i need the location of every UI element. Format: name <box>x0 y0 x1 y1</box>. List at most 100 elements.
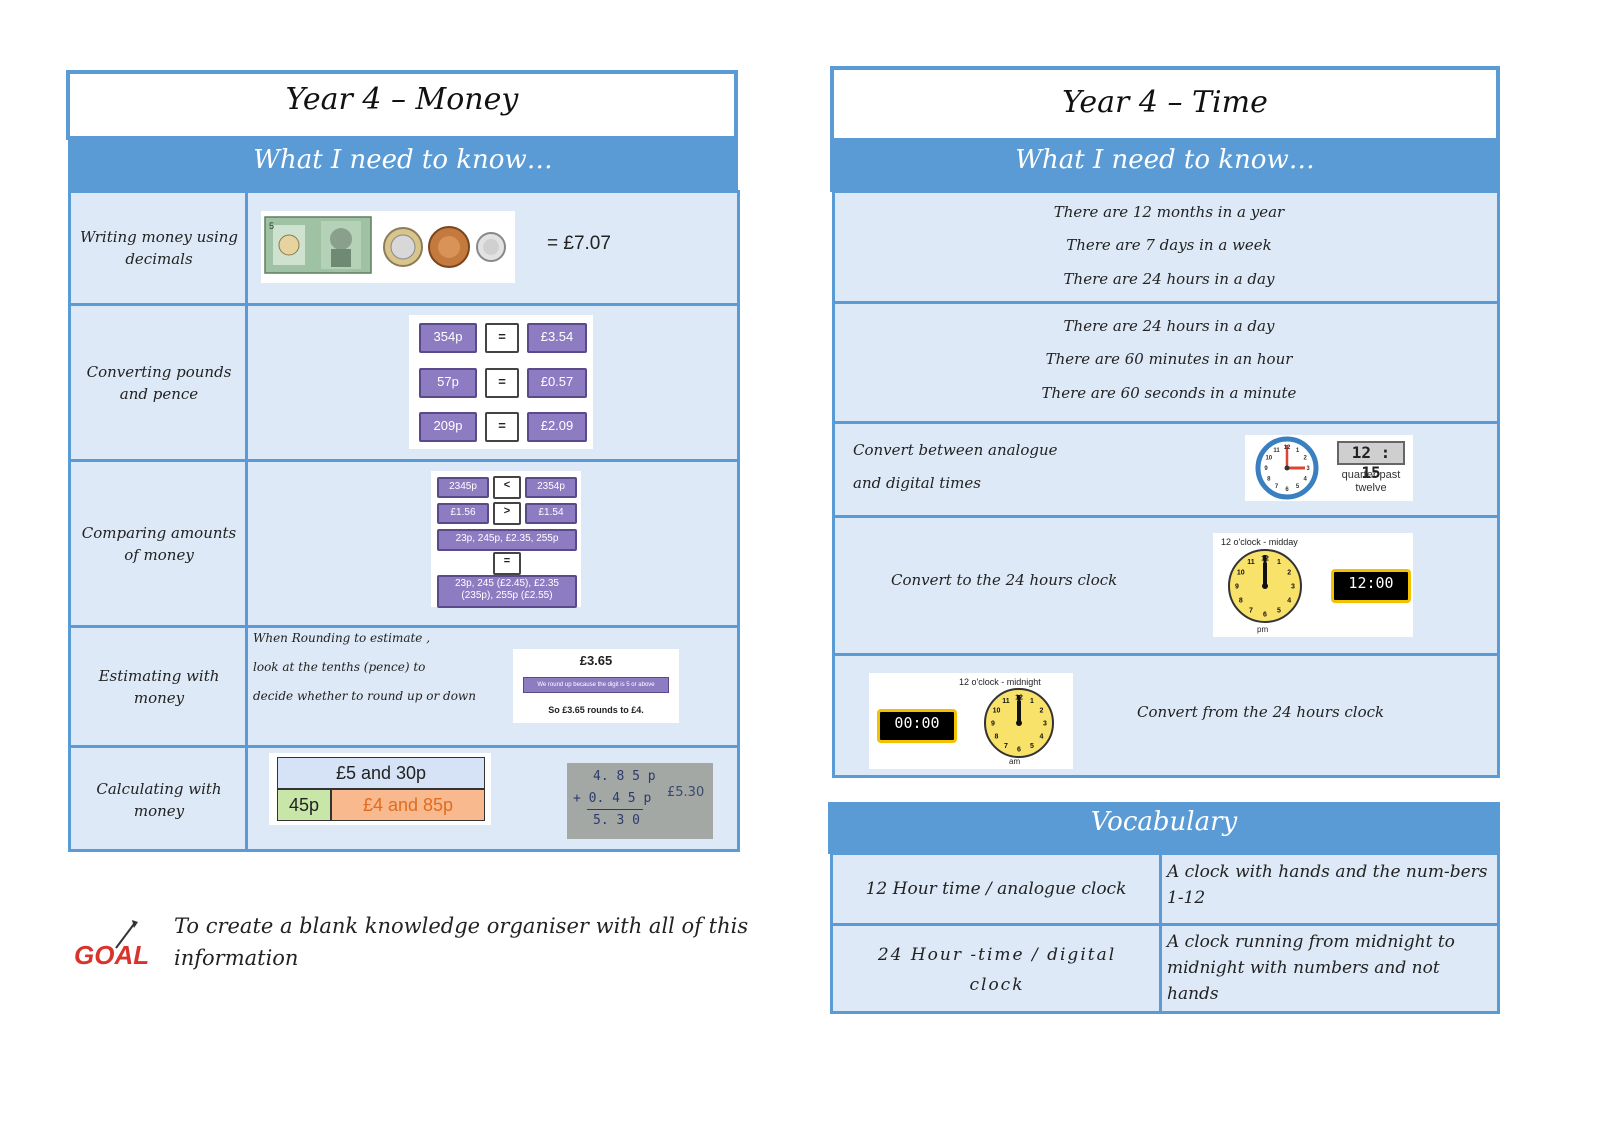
time-fact-1-2: There are 7 days in a week <box>1066 236 1272 254</box>
money-subtitle: What I need to know… <box>253 145 553 175</box>
compare-list-op: = <box>493 552 521 575</box>
time-fact-1-3: There are 24 hours in a day <box>1063 270 1275 288</box>
conversion-card: 354p = £3.54 57p = £0.57 209p = £2.09 <box>409 315 593 449</box>
vocab-def-1: A clock with hands and the num-bers 1-12 <box>1167 862 1488 908</box>
clock-number-2: 2 <box>1040 707 1044 714</box>
money-row-label-comparing: Comparing amounts of money <box>81 523 237 564</box>
midday-caption: 12 o'clock - midday <box>1221 537 1298 547</box>
estimate-note-3: decide whether to round up or down <box>253 689 476 703</box>
am-label: am <box>1009 757 1021 766</box>
clock-number-9: 9 <box>991 720 995 727</box>
vocab-grid: 12 Hour time / analogue clock A clock wi… <box>830 852 1500 1014</box>
vocab-title: Vocabulary <box>1090 807 1238 837</box>
pm-label: pm <box>1257 625 1269 634</box>
time-fact-1-1: There are 12 months in a year <box>1053 203 1285 221</box>
rounding-result: So £3.65 rounds to £4. <box>548 705 644 715</box>
svg-text:5: 5 <box>269 221 274 231</box>
clock-number-8: 8 <box>1239 597 1243 604</box>
money-subtitle-bar: What I need to know… <box>68 138 738 192</box>
conversion-equals-1: = <box>485 323 519 353</box>
clock-number-4: 4 <box>1040 733 1044 740</box>
time-subtitle: What I need to know… <box>1015 145 1315 175</box>
money-row-label-calculating: Calculating with money <box>96 780 222 820</box>
digital-display-1215: 12 : 15 <box>1337 441 1405 482</box>
clock-number-6: 6 <box>1263 611 1267 618</box>
column-addition-photo: 4. 8 5 p + 0. 4 5 p 5. 3 0 £5.30 <box>567 763 713 839</box>
sum-result: 5. 3 0 <box>593 813 640 828</box>
money-grid: Writing money using decimals Converting … <box>68 190 740 852</box>
money-decimal-equals: = £7.07 <box>547 233 611 254</box>
clock-number-5: 5 <box>1296 484 1300 490</box>
compare-op-2: > <box>493 502 521 525</box>
banknote-and-coins-image: 5 <box>264 216 506 274</box>
compare-right-2: £1.54 <box>525 503 577 524</box>
compare-op-1: < <box>493 476 521 499</box>
time-title: Year 4 – Time <box>1062 85 1268 120</box>
clock-number-8: 8 <box>995 733 999 740</box>
from24-label: Convert from the 24 hours clock <box>1137 703 1385 721</box>
time-title-box: Year 4 – Time <box>830 66 1500 142</box>
money-row-label-converting: Converting pounds and pence <box>86 362 232 403</box>
rounding-amount: £3.65 <box>579 653 613 668</box>
compare-right-1: 2354p <box>525 477 577 498</box>
compare-list: 23p, 245p, £2.35, 255p <box>437 529 577 551</box>
convert-label-1: Convert between analogue <box>853 441 1058 459</box>
clock-number-3: 3 <box>1306 466 1310 472</box>
digital-caption: quarter past twelve <box>1341 469 1401 494</box>
vocab-term-1: 12 Hour time / analogue clock <box>865 879 1127 899</box>
rounding-bar: We round up because the digit is 5 or ab… <box>523 677 669 693</box>
compare-list-converted: 23p, 245 (£2.45), £2.35 (235p), 255p (£2… <box>437 575 577 608</box>
clock-number-11: 11 <box>1247 559 1255 566</box>
clock-number-5: 5 <box>1030 743 1034 750</box>
compare-left-2: £1.56 <box>437 503 489 524</box>
money-row-label-estimating: Estimating with money <box>98 666 220 707</box>
clock-number-3: 3 <box>1043 720 1047 727</box>
clock-number-12: 12 <box>1284 445 1291 451</box>
conversion-left-2: 57p <box>419 368 477 398</box>
goal-logo-text: GOAL <box>74 940 149 970</box>
sum-line-1: 4. 8 5 p <box>593 769 656 784</box>
comparing-card: 2345p < 2354p £1.56 > £1.54 23p, 245p, £… <box>431 471 581 608</box>
bar-model-top: £5 and 30p <box>277 757 485 789</box>
digital-display-1200: 12:00 <box>1331 569 1411 603</box>
goal-logo: GOAL <box>72 916 158 972</box>
goal-target-icon: GOAL <box>74 920 149 970</box>
sum-line-2: + 0. 4 5 p <box>573 791 652 806</box>
clock-number-2: 2 <box>1304 456 1308 462</box>
conversion-equals-2: = <box>485 368 519 398</box>
conversion-right-1: £3.54 <box>527 323 587 353</box>
money-title: Year 4 – Money <box>285 82 519 117</box>
to24-label: Convert to the 24 hours clock <box>891 571 1118 589</box>
clock-number-10: 10 <box>1265 456 1272 462</box>
clock-number-11: 11 <box>1273 448 1280 454</box>
conversion-right-3: £2.09 <box>527 412 587 442</box>
clock-number-1: 1 <box>1296 448 1300 454</box>
compare-left-1: 2345p <box>437 477 489 498</box>
time-fact-2-2: There are 60 minutes in an hour <box>1045 350 1293 368</box>
clock-number-4: 4 <box>1287 597 1291 604</box>
clock-number-12: 12 <box>1261 555 1269 562</box>
bar-model-card: £5 and 30p 45p £4 and 85p <box>269 753 491 825</box>
clock-number-8: 8 <box>1267 477 1271 483</box>
clock-number-11: 11 <box>1002 698 1010 705</box>
clock-number-12: 12 <box>1015 694 1023 701</box>
clock-number-10: 10 <box>1237 569 1245 576</box>
money-image-card: 5 <box>261 211 515 283</box>
money-row-label-decimals: Writing money using decimals <box>79 228 239 268</box>
clock-number-5: 5 <box>1277 608 1281 615</box>
vocab-title-bar: Vocabulary <box>828 802 1500 854</box>
bar-model-right: £4 and 85p <box>331 789 485 821</box>
digital-display-0000: 00:00 <box>877 709 957 743</box>
clock-number-10: 10 <box>993 707 1001 714</box>
clock-number-1: 1 <box>1030 698 1034 705</box>
sum-answer: £5.30 <box>667 785 705 800</box>
clock-number-2: 2 <box>1287 569 1291 576</box>
convert-label-2: and digital times <box>853 474 981 492</box>
clock-number-3: 3 <box>1291 583 1295 590</box>
